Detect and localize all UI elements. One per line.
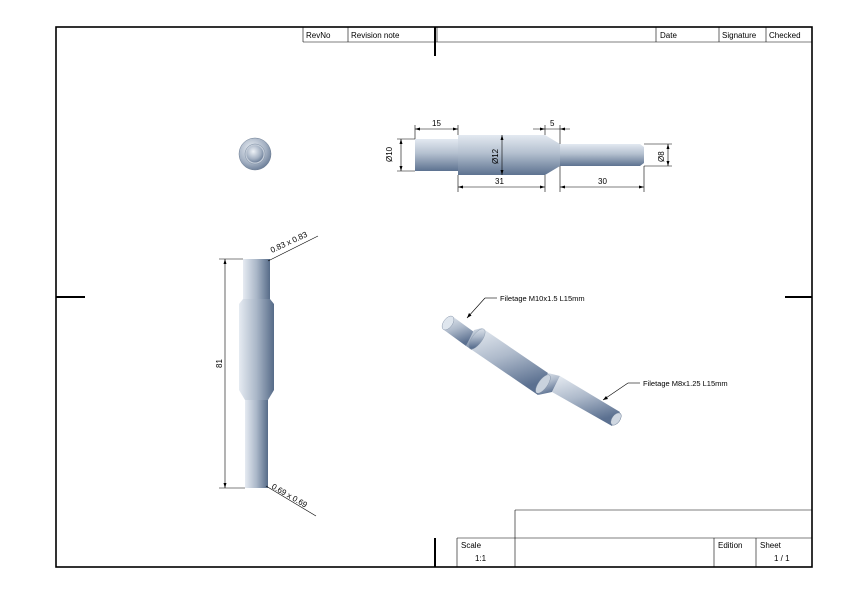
dim-5: 5 xyxy=(550,119,555,128)
dim-31: 31 xyxy=(495,177,504,186)
revision-block: RevNo Revision note Date Signature Check… xyxy=(302,27,812,43)
revision-note-header: Revision note xyxy=(351,31,400,40)
edition-label: Edition xyxy=(718,541,742,550)
signature-header: Signature xyxy=(722,31,757,40)
dim-dia-8: Ø8 xyxy=(657,151,666,162)
side-view: 81 0.83 x 0.83 0.69 x 0.69 xyxy=(215,230,319,517)
checked-header: Checked xyxy=(769,31,801,40)
sheet-value: 1 / 1 xyxy=(774,554,790,563)
sheet-border xyxy=(55,26,813,568)
dim-15: 15 xyxy=(432,119,441,128)
rev-no-header: RevNo xyxy=(306,31,331,40)
thread-m8-annotation: Filetage M8x1.25 L15mm xyxy=(643,379,728,388)
dim-30: 30 xyxy=(598,177,607,186)
chamfer-bottom-label: 0.69 x 0.69 xyxy=(270,482,309,510)
top-view: 15 5 Ø10 Ø12 Ø8 31 xyxy=(385,119,672,192)
sheet-label: Sheet xyxy=(760,541,782,550)
date-header: Date xyxy=(660,31,677,40)
dim-dia-10: Ø10 xyxy=(385,146,394,162)
scale-value: 1:1 xyxy=(475,554,487,563)
dim-81: 81 xyxy=(215,359,224,368)
dim-dia-12: Ø12 xyxy=(491,148,500,164)
thread-m10-annotation: Filetage M10x1.5 L15mm xyxy=(500,294,585,303)
isometric-view: Filetage M10x1.5 L15mm Filetage M8x1.25 … xyxy=(441,294,728,426)
end-view xyxy=(238,137,272,171)
title-block: Scale 1:1 Edition Sheet 1 / 1 xyxy=(456,509,812,567)
chamfer-top-label: 0.83 x 0.83 xyxy=(269,230,309,255)
scale-label: Scale xyxy=(461,541,482,550)
